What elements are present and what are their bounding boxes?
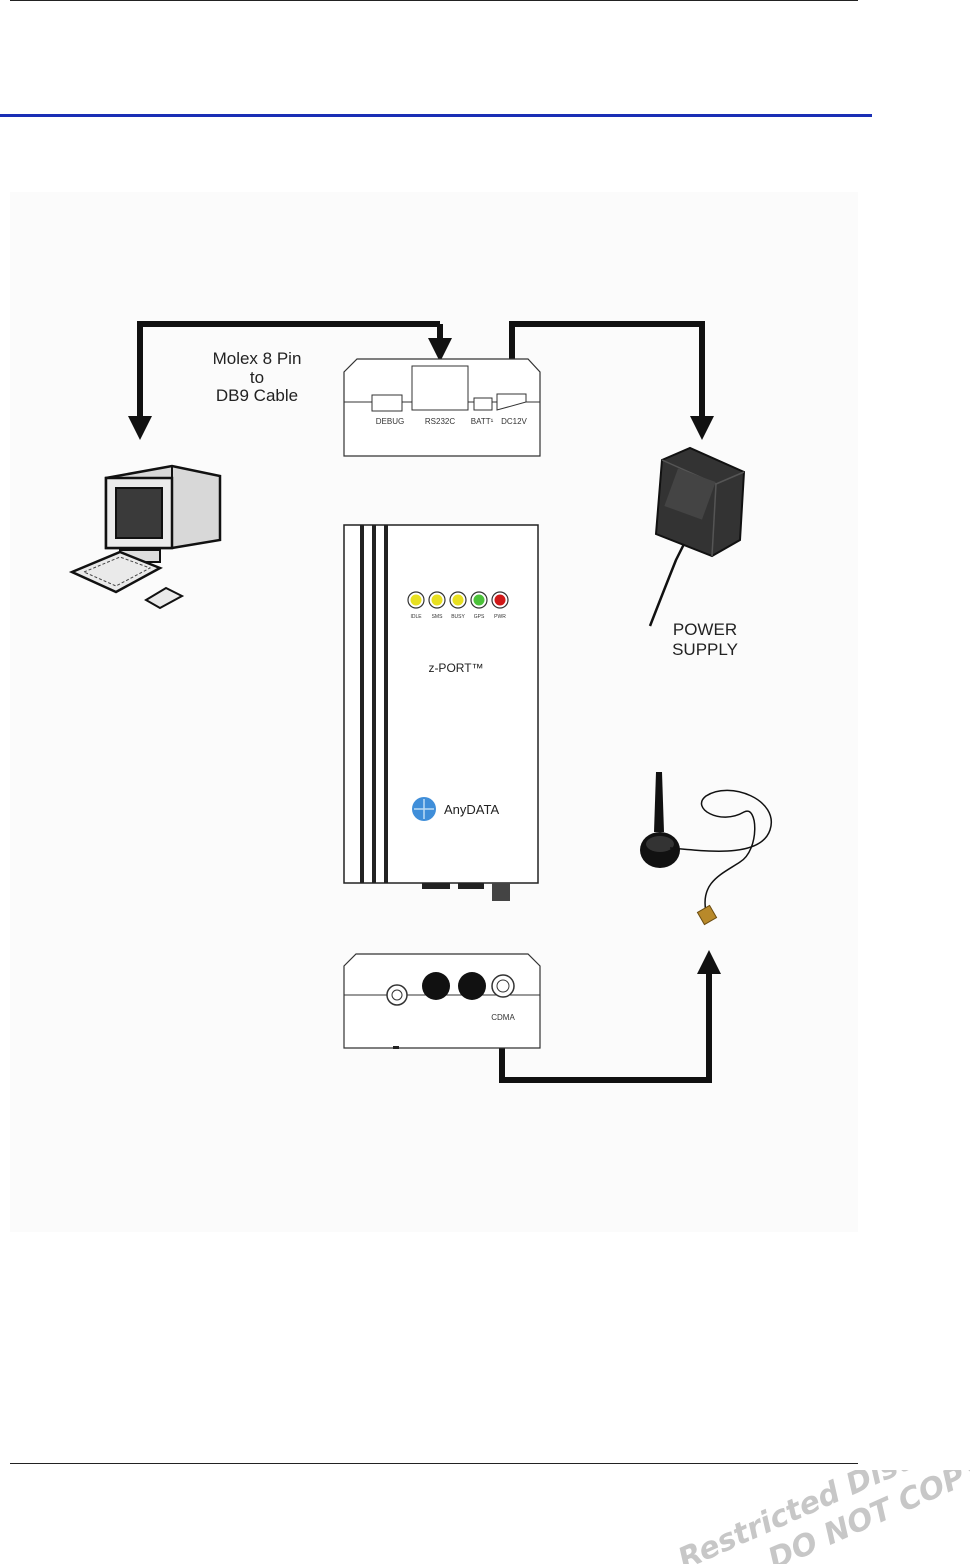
- batt-port: [474, 398, 492, 410]
- connection-diagram: Molex 8 Pin to DB9 Cable DEBUG RS232C BA…: [0, 0, 976, 1300]
- led-sms: [432, 595, 443, 606]
- device-bottom-panel: CDMA: [344, 954, 540, 1049]
- antenna-icon: [640, 772, 771, 925]
- debug-port: [372, 395, 402, 411]
- power-supply-label-line1: POWER: [673, 620, 737, 639]
- power-supply-label-line2: SUPPLY: [672, 640, 738, 659]
- led-gps: [474, 595, 485, 606]
- device-front: z-PORT™ AnyDATA: [344, 525, 538, 901]
- port-label-debug: DEBUG: [376, 417, 404, 426]
- led-label-gps: GPS: [474, 614, 485, 620]
- led-busy: [453, 595, 464, 606]
- cable-label-line1: Molex 8 Pin: [213, 349, 302, 368]
- port-label-dc12v: DC12V: [501, 417, 527, 426]
- led-pwr: [495, 595, 506, 606]
- cable-label-line3: DB9 Cable: [216, 386, 298, 405]
- product-name: z-PORT™: [428, 661, 483, 675]
- led-label-pwr: PWR: [494, 614, 506, 620]
- device-rear-panel: DEBUG RS232C BATT¹ DC12V: [344, 359, 540, 456]
- brand-name: AnyDATA: [444, 802, 499, 817]
- rs232c-port: [412, 366, 468, 410]
- watermark: Restricted Distribution DO NOT COPY: [640, 1470, 970, 1564]
- led-label-sms: SMS: [432, 614, 444, 620]
- port-label-rs232c: RS232C: [425, 417, 455, 426]
- power-adapter-icon: [650, 448, 744, 626]
- port-label-cdma: CDMA: [491, 1013, 515, 1022]
- port-label-batt: BATT¹: [471, 417, 494, 426]
- computer-icon: [72, 466, 220, 608]
- footer-rule: [10, 1463, 858, 1464]
- led-label-busy: BUSY: [451, 614, 465, 620]
- cable-label-line2: to: [250, 368, 264, 387]
- led-idle: [411, 595, 422, 606]
- led-label-idle: IDLE: [410, 614, 422, 620]
